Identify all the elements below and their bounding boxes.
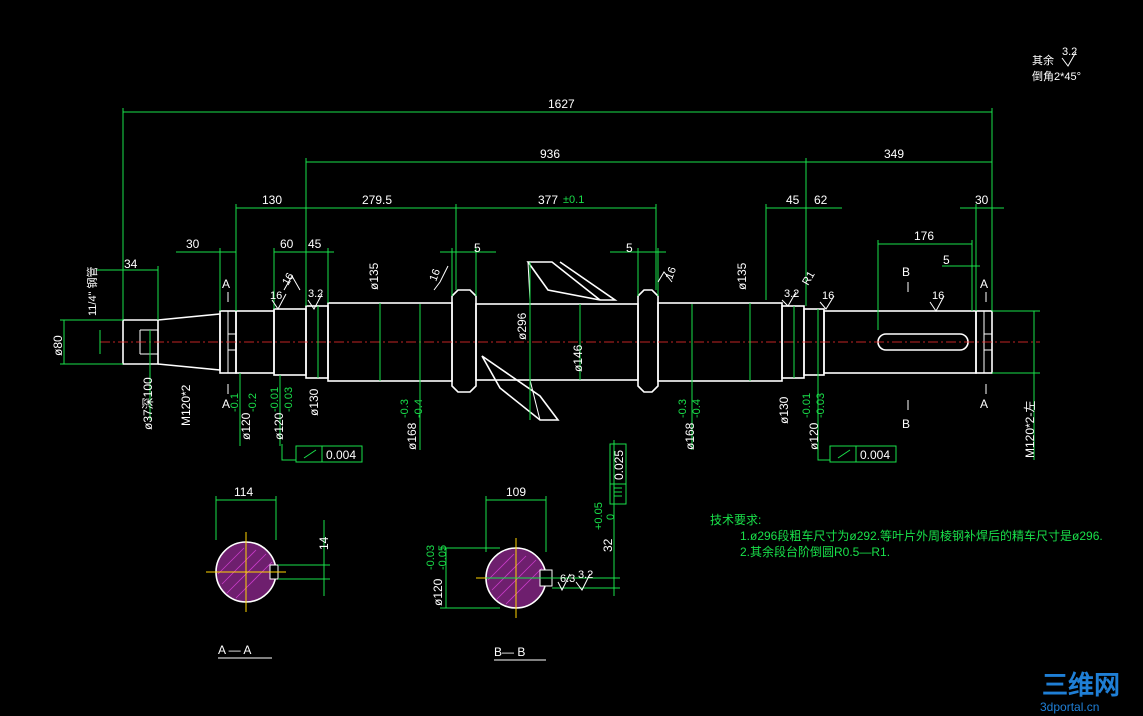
dim-62: 62: [814, 193, 828, 207]
tolerance-value-right: 0.004: [860, 448, 890, 462]
dim-phi135-left: ø135: [367, 262, 381, 290]
label-r1: R1: [800, 269, 817, 287]
watermark-brand: 三维网: [1042, 670, 1120, 700]
dim-30-right: 30: [975, 193, 989, 207]
shaft-outline: [122, 261, 993, 421]
tech-req-line-2: 2.其余段台阶倒圆R0.5—R1.: [740, 544, 890, 559]
roughness-3-2-a: 3.2: [308, 288, 323, 300]
roughness-3-2-b: 3.2: [784, 288, 799, 300]
dim-phi146: ø146: [571, 344, 585, 372]
dim-34: 34: [124, 257, 138, 271]
dim-5-right: 5: [626, 241, 633, 255]
section-marker-a-top-left: A: [222, 277, 230, 291]
rest-roughness-note: 其余 3.2 倒角2*45°: [1032, 46, 1081, 83]
dim-phi168-left-tol2: -0.4: [413, 399, 425, 418]
dim-phi168-right: ø168: [683, 422, 697, 450]
roughness-16-b: 16: [428, 267, 443, 283]
dim-phi37: ø37深100: [141, 377, 155, 430]
section-marker-a-top-right: A: [980, 277, 988, 291]
tolerance-0-025: 0.025: [612, 450, 626, 480]
dim-377-tol: ±0.1: [563, 194, 584, 206]
dim-279-5: 279.5: [362, 193, 392, 207]
tech-req-line-1: 1.ø296段粗车尺寸为ø292.等叶片外周棱钢补焊后的精车尺寸是ø296.: [740, 528, 1103, 543]
section-marker-b-top: B: [902, 265, 910, 279]
dim-5-key: 5: [943, 253, 950, 267]
dim-45-right: 45: [786, 193, 800, 207]
dim-phi120-right-tol1: -0.01: [801, 393, 813, 418]
dim-phi135-right: ø135: [735, 262, 749, 290]
roughness-16-c: 16: [664, 265, 679, 281]
section-marker-a-bottom-right: A: [980, 397, 988, 411]
dim-1627: 1627: [548, 97, 575, 111]
dim-176: 176: [914, 229, 934, 243]
section-marker-a-bottom-left: A: [222, 397, 230, 411]
dim-phi130-left: ø130: [307, 388, 321, 416]
roughness-symbols: 16 3.2 16 16 3.2 16 16 16 R1: [270, 265, 945, 312]
dim-30-left: 30: [186, 237, 200, 251]
section-label-b-b: B— B: [494, 645, 525, 659]
dim-phi168-right-tol1: -0.3: [677, 399, 689, 418]
dim-phi120-right: ø120: [807, 422, 821, 450]
dim-32-tol1: +0.05: [593, 502, 605, 530]
dim-32: 32: [601, 538, 615, 552]
dim-114: 114: [234, 485, 253, 499]
dim-14: 14: [317, 536, 331, 550]
dim-phi120-section-tol2: -0.05: [437, 545, 449, 570]
tolerance-frame-right: 0.004: [817, 444, 897, 463]
dim-349: 349: [884, 147, 904, 161]
dim-32-tol2: 0: [605, 514, 617, 520]
dim-phi168-left-tol1: -0.3: [399, 399, 411, 418]
dim-377: 377: [538, 193, 558, 207]
dim-phi296: ø296: [515, 312, 529, 340]
section-b-b: 109 ø120 -0.03 -0.05 32 +0.05 0 0.025 6.…: [425, 440, 627, 661]
rest-label: 其余: [1032, 53, 1054, 67]
dim-m120-right: M120*2-左: [1022, 401, 1037, 458]
dim-phi120-b: ø120: [272, 412, 286, 440]
roughness-16-d: 16: [822, 290, 834, 302]
chamfer-label: 倒角2*45°: [1032, 70, 1081, 83]
dim-5-left: 5: [474, 241, 481, 255]
watermark: 三维网 3dportal.cn: [1040, 670, 1120, 714]
dim-936: 936: [540, 147, 560, 161]
dim-phi130-right: ø130: [777, 396, 791, 424]
roughness-3-2-c: 3.2: [578, 569, 593, 581]
dim-phi168-left: ø168: [405, 422, 419, 450]
section-label-a-a: A — A: [218, 643, 251, 657]
dim-109: 109: [506, 485, 526, 499]
section-marker-b-bottom: B: [902, 417, 910, 431]
tolerance-value-left: 0.004: [326, 448, 356, 462]
technical-requirements: 技术要求: 1.ø296段粗车尺寸为ø292.等叶片外周棱钢补焊后的精车尺寸是ø…: [710, 513, 1103, 559]
roughness-16-f: 16: [280, 271, 297, 288]
dim-phi120-a-tol1: -0.1: [229, 393, 241, 412]
dim-phi120-b-tol1: -0.01: [269, 387, 281, 412]
roughness-3-2-d: 3.2: [1062, 46, 1077, 58]
watermark-site: 3dportal.cn: [1040, 700, 1099, 714]
dim-phi80: ø80: [51, 335, 65, 356]
dim-phi120-section-tol1: -0.03: [425, 545, 437, 570]
dim-phi120-section: ø120: [431, 578, 445, 606]
tech-req-title: 技术要求:: [710, 513, 761, 527]
dim-thread-pipe: 11/4" 钢管: [85, 266, 99, 316]
dim-m120-left: M120*2: [179, 384, 193, 426]
dim-60: 60: [280, 237, 294, 251]
section-a-a: 114 14 A — A: [206, 485, 331, 659]
dim-45-left: 45: [308, 237, 322, 251]
dim-phi120-right-tol2: -0.03: [815, 393, 827, 418]
roughness-6-3: 6.3: [560, 573, 575, 585]
dim-phi120-b-tol2: -0.03: [283, 387, 295, 412]
tolerance-frame-left: 0.004: [281, 444, 363, 463]
dim-phi168-right-tol2: -0.4: [691, 399, 703, 418]
top-dimensions: 1627 936 349 130 279.5 377 ±0.1 45 62 30…: [96, 97, 1004, 330]
dim-phi120-a-tol2: -0.2: [247, 393, 259, 412]
section-markers: A A A A B B: [222, 265, 988, 431]
roughness-16-e: 16: [932, 290, 944, 302]
dim-130: 130: [262, 193, 282, 207]
diameter-dimensions: ø80 11/4" 钢管 ø37深100 M120*2 ø120 -0.1 -0…: [51, 262, 1040, 460]
roughness-16-a: 16: [270, 290, 282, 302]
dim-phi120-a: ø120: [239, 412, 253, 440]
